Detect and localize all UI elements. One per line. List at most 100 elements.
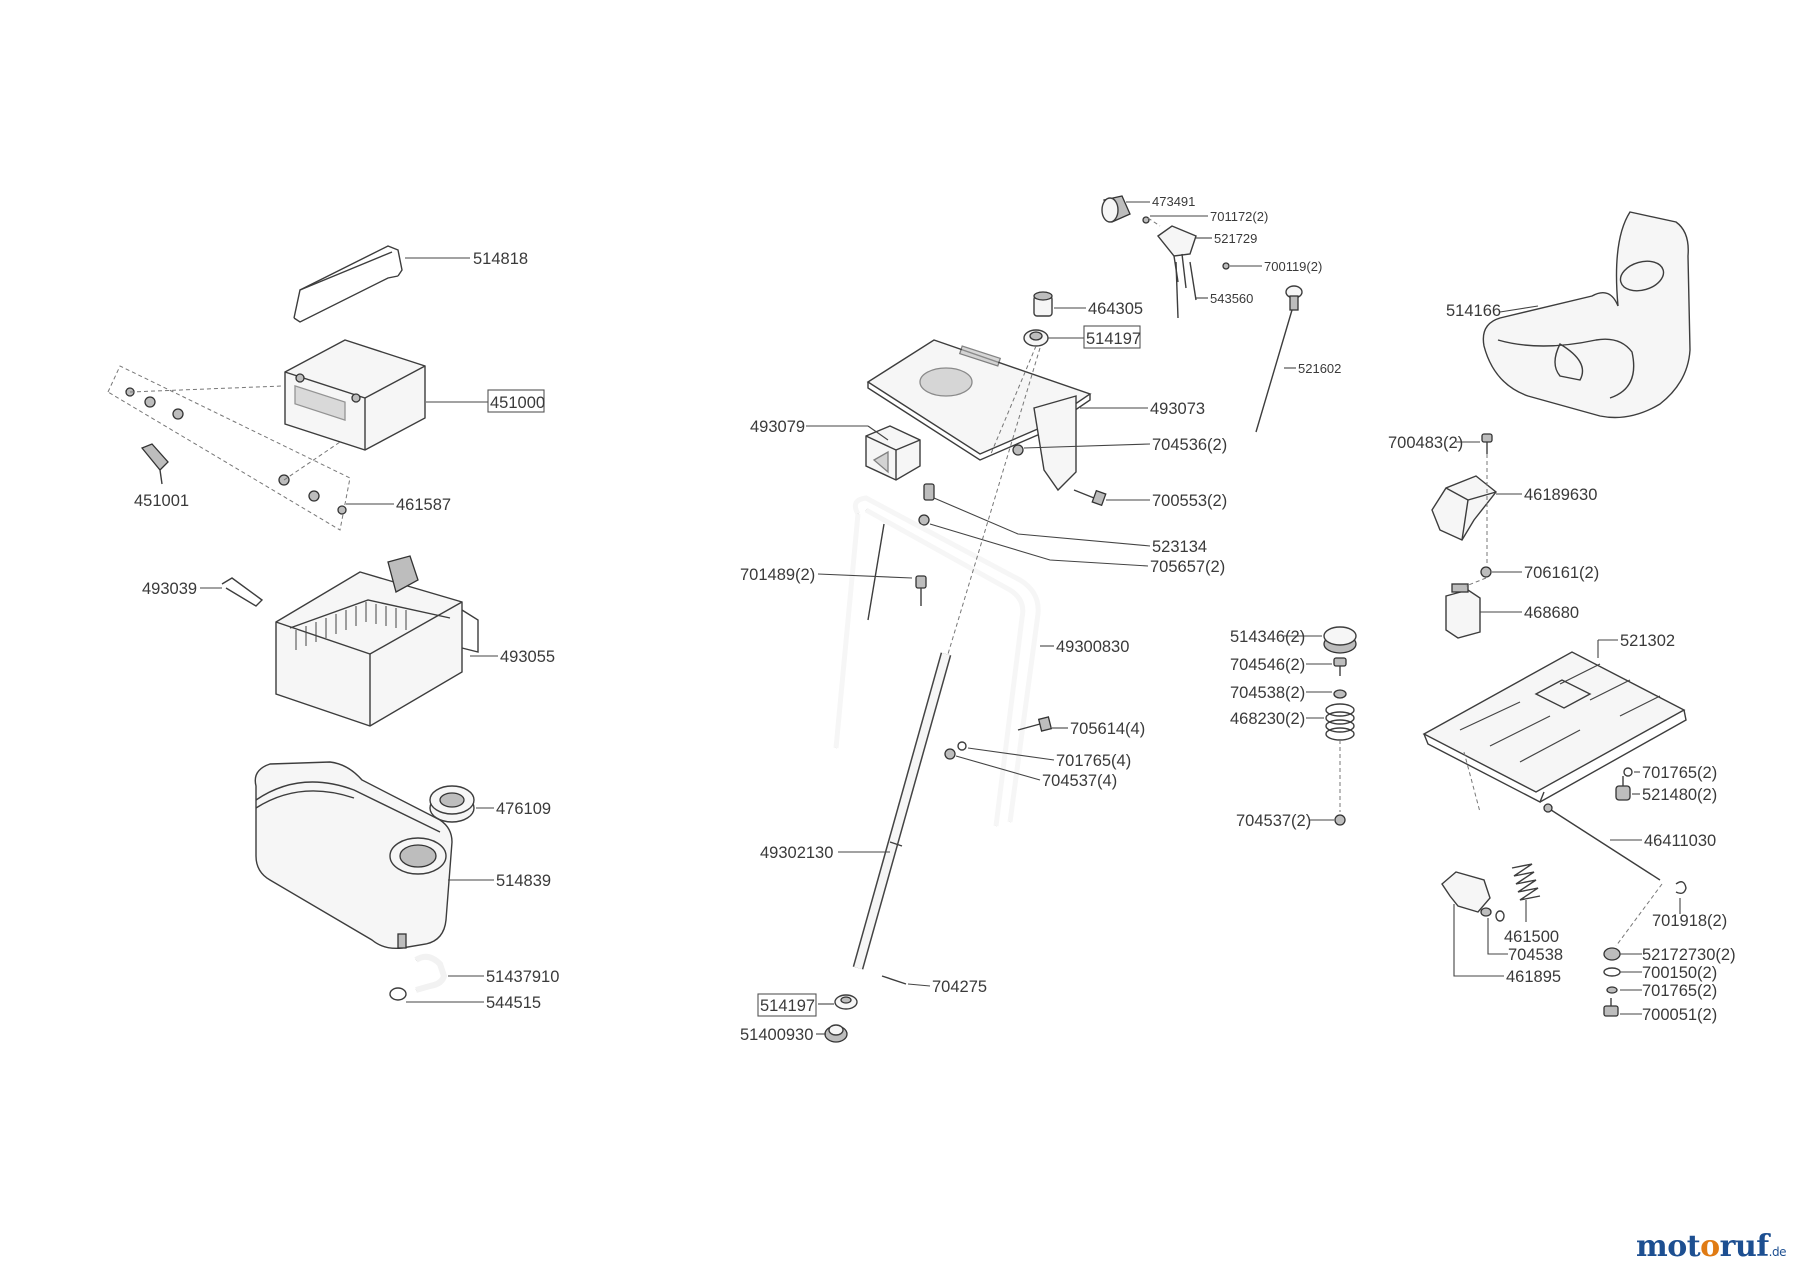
mount-bracket-part [865, 425, 921, 481]
part-label-706161[interactable]: 706161(2) [1524, 564, 1599, 582]
throttle-bracket-part [1156, 225, 1197, 289]
part-label-46189630[interactable]: 46189630 [1524, 486, 1597, 504]
part-label-704538[interactable]: 704538 [1508, 946, 1563, 964]
part-label-461587[interactable]: 461587 [396, 496, 451, 514]
bolt-part-700051 [1603, 998, 1619, 1017]
part-label-705657[interactable]: 705657(2) [1150, 558, 1225, 576]
part-label-451000[interactable]: 451000 [490, 394, 545, 412]
part-label-461895[interactable]: 461895 [1506, 968, 1561, 986]
part-label-493079[interactable]: 493079 [750, 418, 805, 436]
part-label-701918[interactable]: 701918(2) [1652, 912, 1727, 930]
bearing-part-bottom [834, 994, 858, 1010]
battery-tray-part [275, 555, 479, 727]
nut-part-706161 [1480, 566, 1492, 578]
part-label-521602[interactable]: 521602 [1298, 361, 1341, 376]
bolt-part-704546 [1333, 657, 1347, 676]
washer-part-701765-2b [1606, 986, 1618, 994]
seat-switch-part [1445, 583, 1481, 639]
throttle-knob-part [1101, 195, 1131, 223]
part-label-473491[interactable]: 473491 [1152, 194, 1195, 209]
part-label-468680[interactable]: 468680 [1524, 604, 1579, 622]
fuel-cap-part [429, 785, 475, 823]
part-label-704538-2[interactable]: 704538(2) [1230, 684, 1305, 702]
steering-mount-plate-part [866, 339, 1092, 492]
part-label-700553[interactable]: 700553(2) [1152, 492, 1227, 510]
bushing-part [1033, 291, 1053, 317]
part-label-493073[interactable]: 493073 [1150, 400, 1205, 418]
part-label-701765-4[interactable]: 701765(4) [1056, 752, 1131, 770]
part-label-521302[interactable]: 521302 [1620, 632, 1675, 650]
watermark-part2: o [1700, 1229, 1720, 1264]
part-label-476109[interactable]: 476109 [496, 800, 551, 818]
part-label-51400930[interactable]: 51400930 [740, 1026, 813, 1044]
part-label-700119[interactable]: 700119(2) [1264, 259, 1322, 274]
part-label-46411030[interactable]: 46411030 [1644, 832, 1716, 850]
part-label-704546[interactable]: 704546(2) [1230, 656, 1305, 674]
watermark-logo: motoruf.de [1636, 1229, 1787, 1264]
part-label-704536[interactable]: 704536(2) [1152, 436, 1227, 454]
part-label-493055[interactable]: 493055 [500, 648, 555, 666]
part-label-704275[interactable]: 704275 [932, 978, 987, 996]
part-label-49302130[interactable]: 49302130 [760, 844, 833, 862]
nut-part-704537-2 [1334, 814, 1346, 826]
part-label-704537-2[interactable]: 704537(2) [1236, 812, 1311, 830]
watermark-part3: ruf [1719, 1229, 1770, 1264]
part-label-468230[interactable]: 468230(2) [1230, 710, 1305, 728]
watermark-part1: mot [1636, 1229, 1701, 1264]
nut-part-52172730 [1603, 947, 1621, 961]
washer-part-701765-2a [1623, 767, 1633, 777]
washer-part-700150 [1603, 967, 1621, 977]
part-label-493039[interactable]: 493039 [142, 580, 197, 598]
dipstick-part [1255, 285, 1303, 433]
battery-bolts-group [125, 385, 347, 515]
part-label-52172730[interactable]: 52172730(2) [1642, 946, 1736, 964]
bolt-part-700553 [1073, 489, 1107, 507]
hose-clamp-part [389, 987, 407, 1001]
screw-part [1142, 216, 1150, 224]
spring-part-461500 [1511, 863, 1541, 901]
circlip-part [1675, 881, 1687, 895]
part-label-701765-2b[interactable]: 701765(2) [1642, 982, 1717, 1000]
hardware-group-outline [107, 365, 351, 531]
part-label-705614[interactable]: 705614(4) [1070, 720, 1145, 738]
part-label-700150[interactable]: 700150(2) [1642, 964, 1717, 982]
part-label-701765-2a[interactable]: 701765(2) [1642, 764, 1717, 782]
part-label-521480[interactable]: 521480(2) [1642, 786, 1717, 804]
part-label-514818[interactable]: 514818 [473, 250, 528, 268]
part-label-543560[interactable]: 543560 [1210, 291, 1253, 306]
part-box-514197-top [1083, 325, 1141, 349]
part-label-523134[interactable]: 523134 [1152, 538, 1207, 556]
seat-part [1482, 211, 1691, 419]
retaining-clip-part [221, 577, 264, 607]
part-label-701172[interactable]: 701172(2) [1210, 209, 1268, 224]
spring-part-468230 [1325, 703, 1355, 741]
seat-plate-part [1422, 651, 1687, 803]
part-label-514346[interactable]: 514346(2) [1230, 628, 1305, 646]
part-label-461500[interactable]: 461500 [1504, 928, 1559, 946]
part-label-514166[interactable]: 514166 [1446, 302, 1501, 320]
steering-shaft-part [852, 347, 1041, 970]
part-label-521729[interactable]: 521729 [1214, 231, 1257, 246]
part-label-514197-top[interactable]: 514197 [1086, 330, 1141, 348]
part-label-451001[interactable]: 451001 [134, 492, 189, 510]
part-label-700051[interactable]: 700051(2) [1642, 1006, 1717, 1024]
adjust-knob-part [1615, 776, 1631, 801]
fuel-hose-part [414, 953, 448, 993]
part-label-514197-bottom[interactable]: 514197 [760, 997, 815, 1015]
part-label-704537-4[interactable]: 704537(4) [1042, 772, 1117, 790]
part-label-464305[interactable]: 464305 [1088, 300, 1143, 318]
pinion-gear-part [824, 1024, 848, 1043]
part-label-514839[interactable]: 514839 [496, 872, 551, 890]
adjust-rod-part [1543, 803, 1661, 881]
washer-part-704538-2 [1333, 689, 1347, 699]
rubber-buffer-part [1323, 626, 1357, 654]
part-label-544515[interactable]: 544515 [486, 994, 541, 1012]
part-label-49300830[interactable]: 49300830 [1056, 638, 1129, 656]
part-label-51437910[interactable]: 51437910 [486, 968, 559, 986]
nut-part-704536 [1012, 444, 1024, 456]
part-label-700483[interactable]: 700483(2) [1388, 434, 1463, 452]
nut-part [1222, 262, 1230, 270]
part-label-701489[interactable]: 701489(2) [740, 566, 815, 584]
bolt-part-701489 [915, 575, 927, 606]
